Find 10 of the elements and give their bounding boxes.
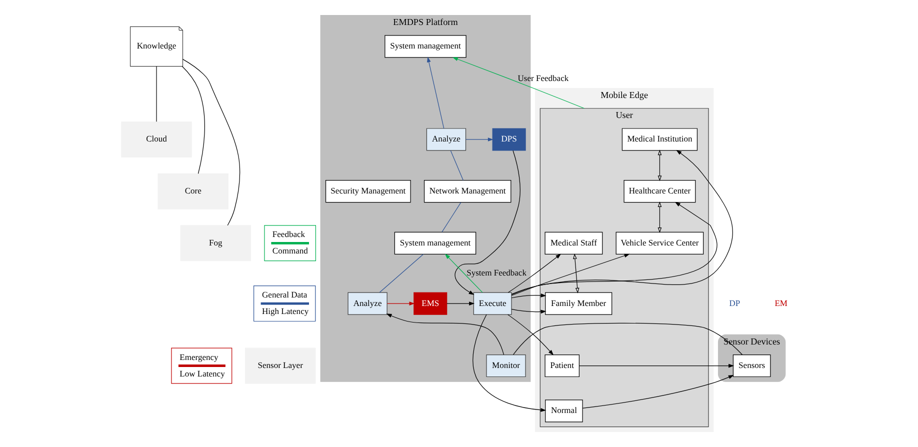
label: DP (728, 298, 740, 308)
legend-label: Command (272, 246, 308, 256)
legend-label: High Latency (262, 306, 308, 316)
legend-label: Low Latency (179, 368, 224, 378)
legend-label: Emergency (179, 352, 218, 362)
edge-label: User Feedback (517, 73, 568, 84)
label: EM (774, 298, 787, 308)
legend-label: Feedback (272, 229, 305, 240)
edge-label: System Feedback (466, 268, 526, 278)
legend-label: General Data (262, 290, 307, 300)
